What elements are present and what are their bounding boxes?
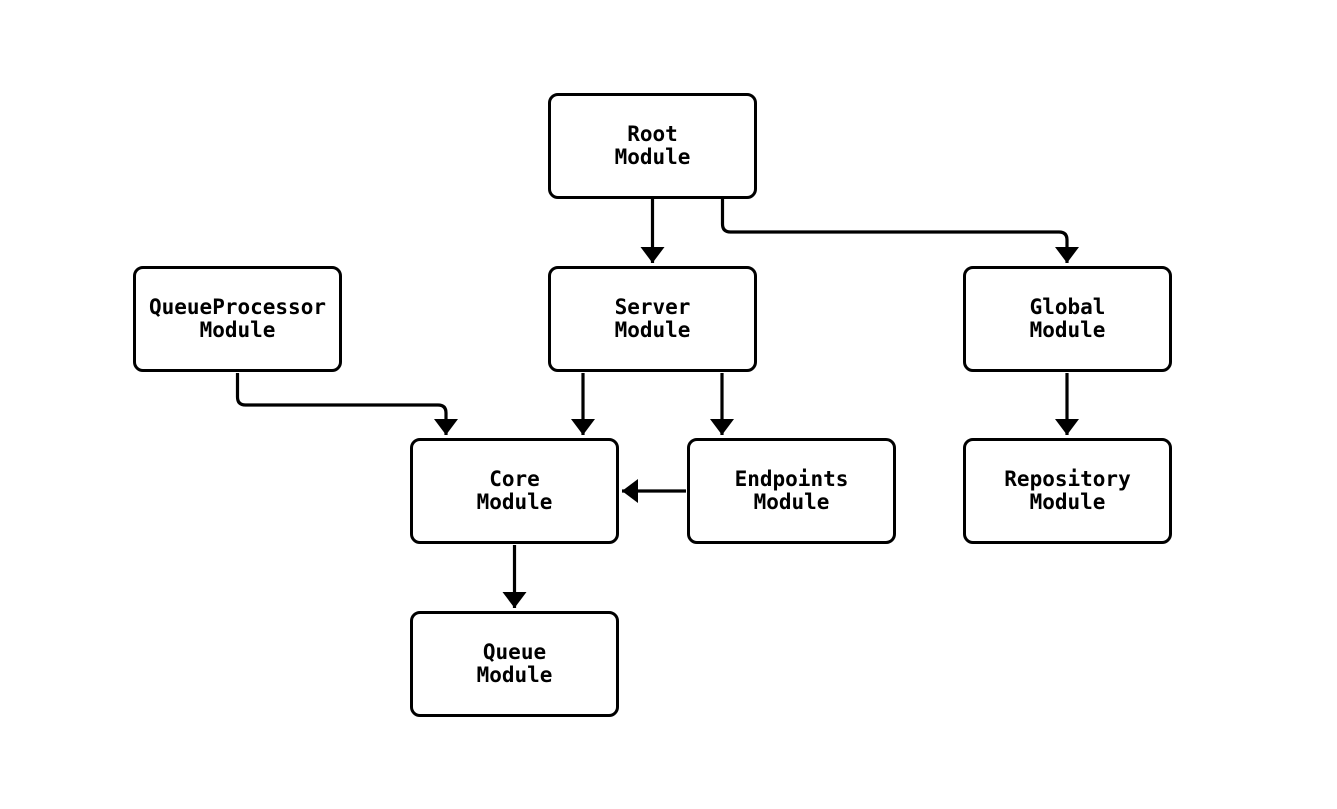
node-label-line: Queue	[482, 640, 547, 664]
node-queue-module: Queue Module	[410, 611, 619, 717]
node-label-line: QueueProcessor	[148, 295, 326, 319]
node-repository-module: Repository Module	[963, 438, 1172, 544]
edge-root-to-global	[720, 199, 1079, 263]
node-label-line: Endpoints	[734, 467, 849, 491]
node-label-line: Module	[753, 490, 830, 514]
node-label-line: Server	[614, 295, 691, 319]
node-label-line: Core	[489, 467, 540, 491]
node-queueprocessor-module: QueueProcessor Module	[133, 266, 342, 372]
node-label-line: Module	[476, 663, 553, 687]
node-label-line: Module	[199, 318, 276, 342]
node-core-module: Core Module	[410, 438, 619, 544]
node-label-line: Repository	[1004, 467, 1131, 491]
node-label-line: Module	[476, 490, 553, 514]
node-label-line: Module	[1029, 490, 1106, 514]
node-global-module: Global Module	[963, 266, 1172, 372]
node-label-line: Module	[1029, 318, 1106, 342]
node-label-line: Global	[1029, 295, 1106, 319]
node-label-line: Module	[614, 145, 691, 169]
node-endpoints-module: Endpoints Module	[687, 438, 896, 544]
edge-queueprocessor-to-core	[235, 373, 458, 435]
node-label-line: Module	[614, 318, 691, 342]
node-label-line: Root	[627, 122, 678, 146]
node-server-module: Server Module	[548, 266, 757, 372]
node-root-module: Root Module	[548, 93, 757, 199]
